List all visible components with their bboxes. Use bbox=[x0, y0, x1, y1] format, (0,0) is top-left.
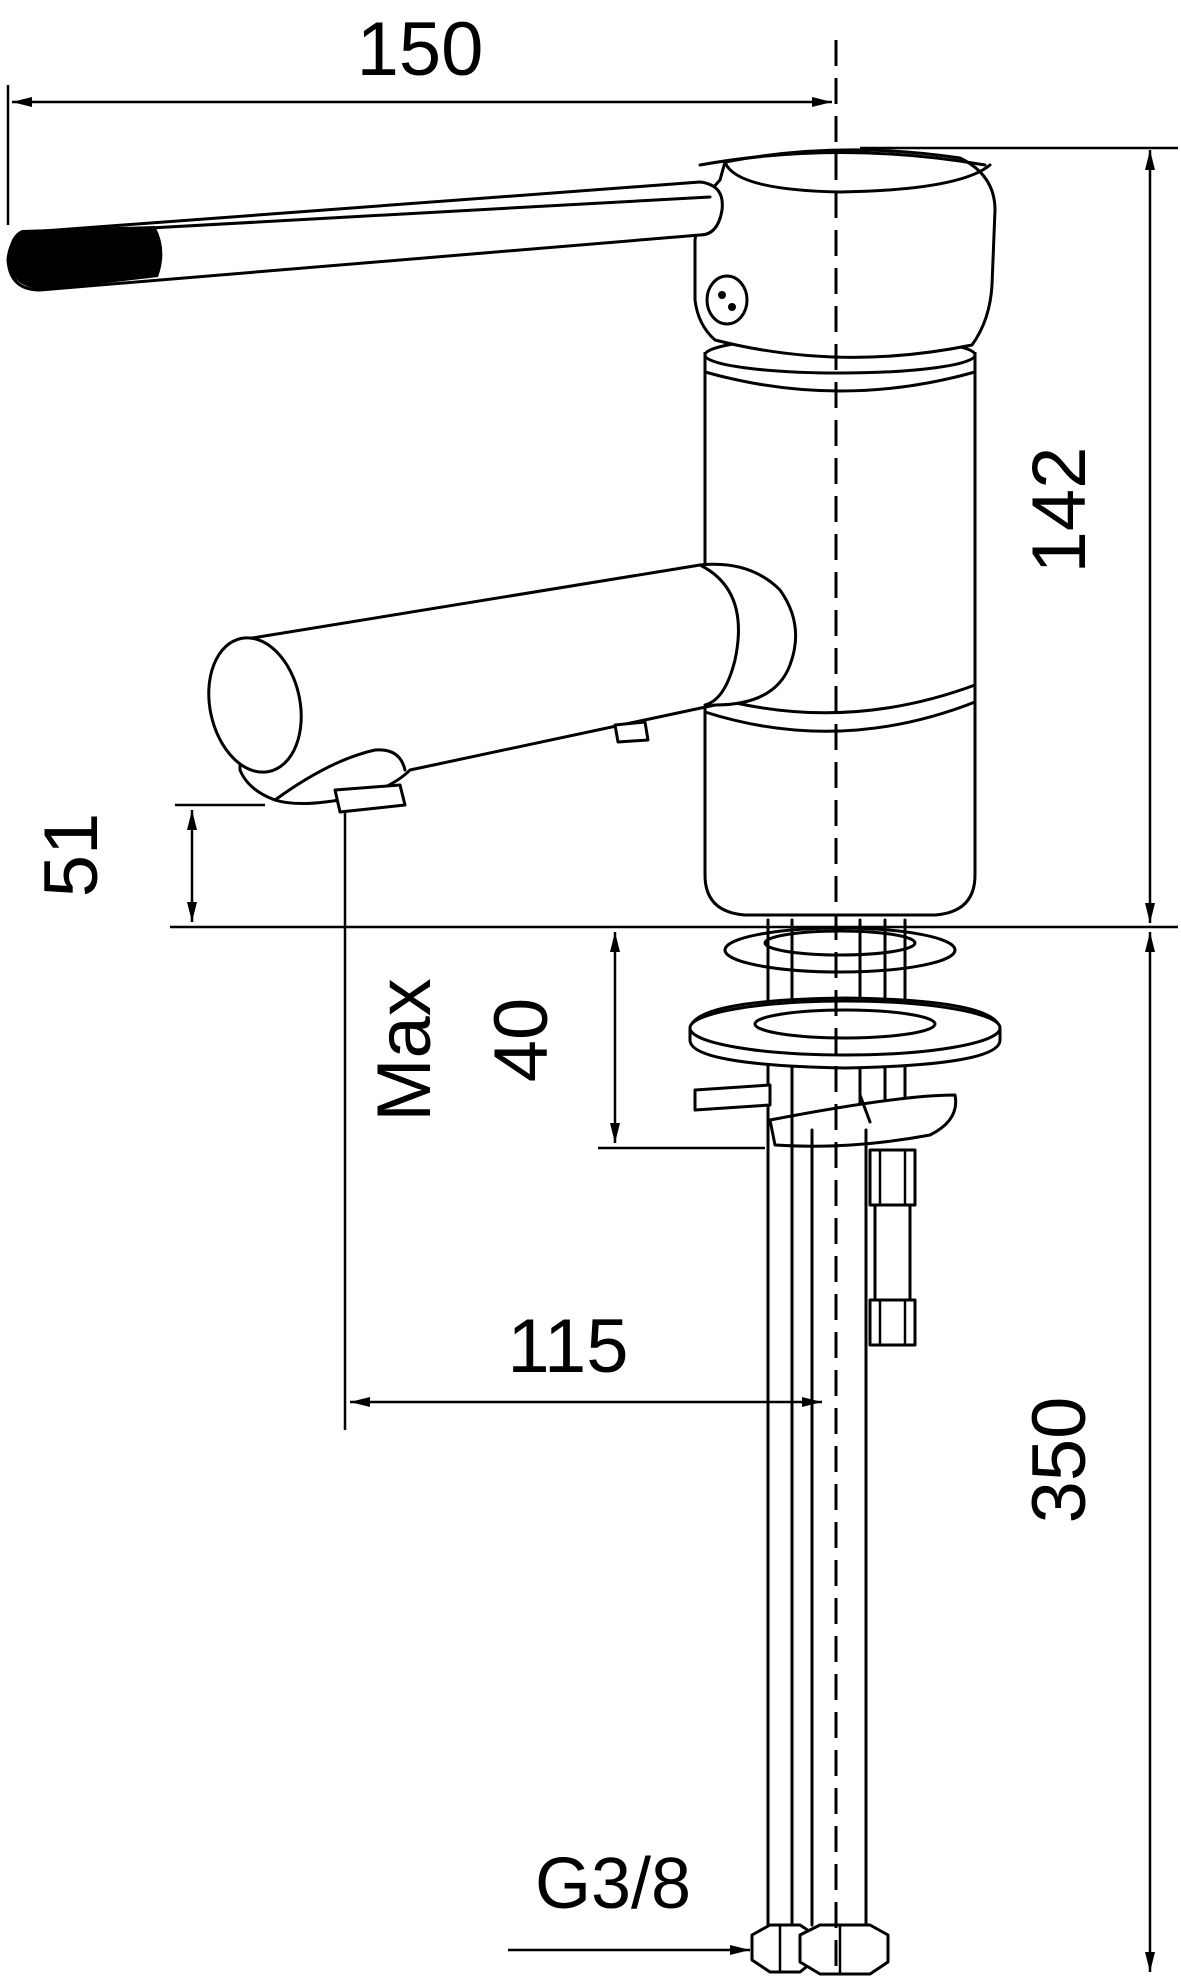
dimension-labels: 150 142 51 Max 40 115 350 G3/8 bbox=[29, 7, 1102, 1924]
hose-length-label: 350 bbox=[1017, 1397, 1102, 1524]
connection-thread-label: G3/8 bbox=[535, 1844, 691, 1924]
screw-icon bbox=[705, 274, 749, 326]
flex-hoses bbox=[750, 1108, 890, 1976]
max-thickness-label: 40 bbox=[479, 998, 564, 1083]
lever-handle bbox=[6, 180, 724, 292]
spout-clearance-label: 51 bbox=[29, 813, 114, 898]
spout bbox=[207, 562, 798, 814]
body-height-label: 142 bbox=[1017, 447, 1102, 574]
mounting-hardware bbox=[688, 918, 1002, 1347]
dimension-lines bbox=[6, 85, 1178, 1972]
lever-head bbox=[693, 148, 997, 359]
spout-reach-label: 115 bbox=[507, 1304, 628, 1389]
max-label: Max bbox=[362, 978, 447, 1122]
lever-reach-label: 150 bbox=[357, 7, 484, 92]
